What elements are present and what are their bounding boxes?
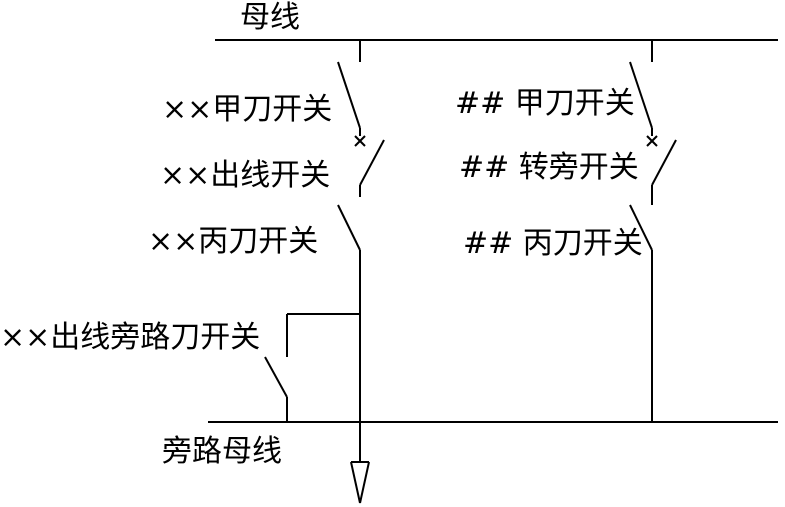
xx-line-breaker-blade: [359, 139, 385, 186]
down-arrow-icon: [350, 461, 370, 504]
xx-bypass-disconnector-blade: [264, 356, 288, 398]
hh-line-disconnector-label: ## 丙刀开关: [463, 226, 643, 261]
xx-bus-disconnector-blade: [337, 61, 361, 129]
xx-bypass-disconnector-label: ××出线旁路刀开关: [0, 320, 261, 355]
xx-line-breaker-label: ××出线开关: [160, 158, 331, 193]
hh-transfer-breaker-blade: [651, 139, 677, 186]
bypass-bus-label: 旁路母线: [162, 434, 282, 469]
hh-bus-disconnector-blade: [629, 61, 653, 129]
xx-feeder: [264, 40, 385, 504]
xx-bus-disconnector-label: ××甲刀开关: [162, 92, 333, 127]
xx-line-disconnector-blade: [337, 204, 361, 251]
xx-breaker-x-mark-icon: [354, 135, 366, 147]
xx-line-disconnector-label: ××丙刀开关: [148, 224, 319, 259]
hh-line-disconnector-blade: [629, 204, 653, 251]
hh-transfer-breaker-label: ## 转旁开关: [459, 150, 639, 185]
hh-breaker-x-mark-icon: [646, 135, 658, 147]
hh-bus-disconnector-label: ## 甲刀开关: [455, 86, 635, 121]
main-bus-label: 母线: [240, 0, 300, 35]
hh-transfer-bay: [629, 40, 677, 422]
